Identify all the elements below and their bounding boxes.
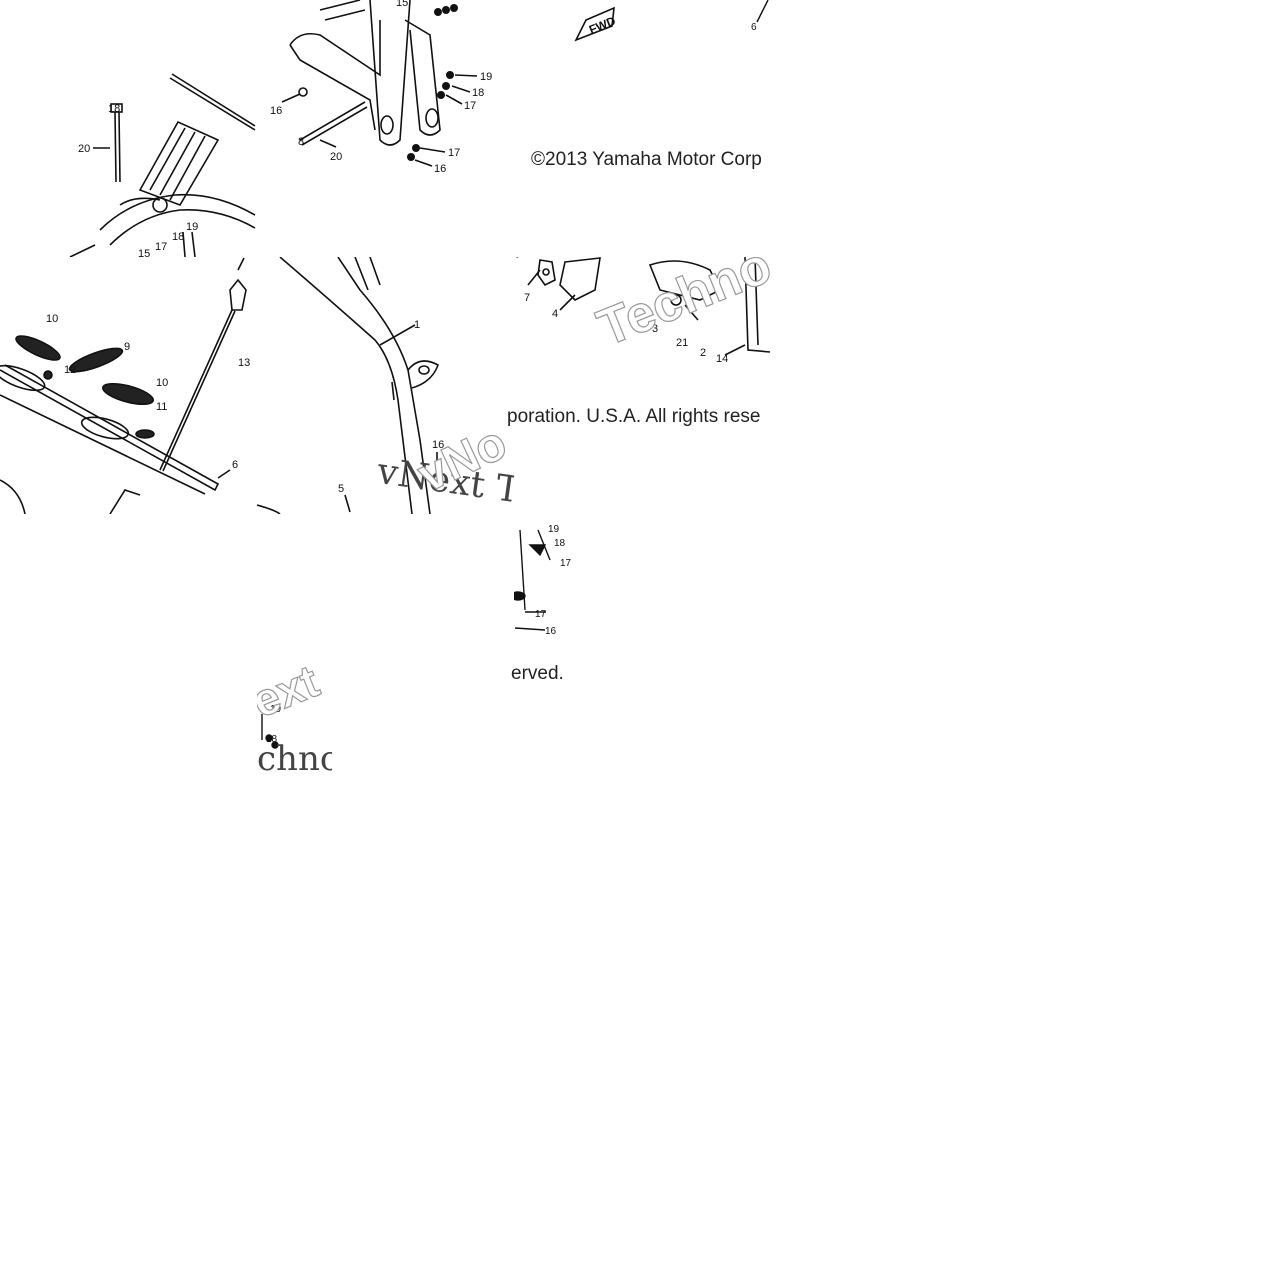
callout-5: 5 <box>338 483 344 495</box>
watermark-outline-c: ext <box>257 654 326 728</box>
callout-21: 21 <box>676 337 688 349</box>
callout-20: 20 <box>330 151 342 163</box>
watermark-tile-8: ext chno <box>257 514 332 771</box>
callout-18: 18 <box>266 734 278 745</box>
callout-16: 16 <box>432 439 444 451</box>
callout-20: 20 <box>78 143 90 155</box>
callout-16: 16 <box>545 626 557 637</box>
callout-18: 18 <box>172 231 184 243</box>
callout-16: 16 <box>270 105 282 117</box>
tile-bracket <box>281 0 478 167</box>
callout-6: 6 <box>232 459 238 471</box>
callout-19: 19 <box>548 524 560 535</box>
callout-10: 10 <box>156 377 168 389</box>
callout-18: 18 <box>472 87 484 99</box>
callout-17: 17 <box>464 100 476 112</box>
callout-15: 15 <box>138 248 150 260</box>
callout-8: 8 <box>298 136 304 148</box>
watermark-serif-b: chno <box>257 739 332 771</box>
callout-17: 17 <box>155 241 167 253</box>
tile-fwd: FWD 6 <box>574 0 769 42</box>
copyright-part-1: ©2013 Yamaha Motor Corp <box>531 149 762 170</box>
watermark-tile-6: Techno <box>514 257 771 514</box>
watermark-tile-5: vNext Te vNo <box>257 257 514 514</box>
callout-18: 18 <box>108 103 120 115</box>
tile-footrest <box>0 257 247 514</box>
callout-17: 17 <box>448 147 460 159</box>
callout-10: 10 <box>46 313 58 325</box>
tile-main-frame <box>257 257 439 514</box>
copyright-part-3: erved. <box>511 663 564 684</box>
callout-19: 19 <box>480 71 492 83</box>
callout-19: 19 <box>186 221 198 233</box>
tile-lower-fragment <box>261 714 279 749</box>
callout-7: 7 <box>524 292 530 304</box>
callout-3: 3 <box>652 323 658 335</box>
callout-6: 6 <box>751 22 757 33</box>
callout-19: 19 <box>270 704 282 715</box>
callout-17: 17 <box>535 609 547 620</box>
callout-1: 1 <box>414 319 420 331</box>
callout-9: 9 <box>124 341 130 353</box>
callout-11: 11 <box>156 401 167 413</box>
callout-4: 4 <box>552 308 558 320</box>
callout-17: 17 <box>560 558 572 569</box>
copyright-part-2: poration. U.S.A. All rights rese <box>507 406 761 427</box>
tile-lower-right <box>514 529 551 631</box>
callout-13: 13 <box>238 357 250 369</box>
callout-15: 15 <box>396 0 408 9</box>
callout-14: 14 <box>716 353 728 365</box>
fwd-arrow-icon <box>574 6 615 42</box>
callout-12: 12 <box>64 364 76 376</box>
tile-frame-left <box>69 73 256 257</box>
callout-2: 2 <box>700 347 706 359</box>
tile-clamp <box>515 257 771 356</box>
callout-18: 18 <box>554 538 566 549</box>
callout-16: 16 <box>434 163 446 175</box>
watermark-outline-a: Techno <box>589 257 771 358</box>
